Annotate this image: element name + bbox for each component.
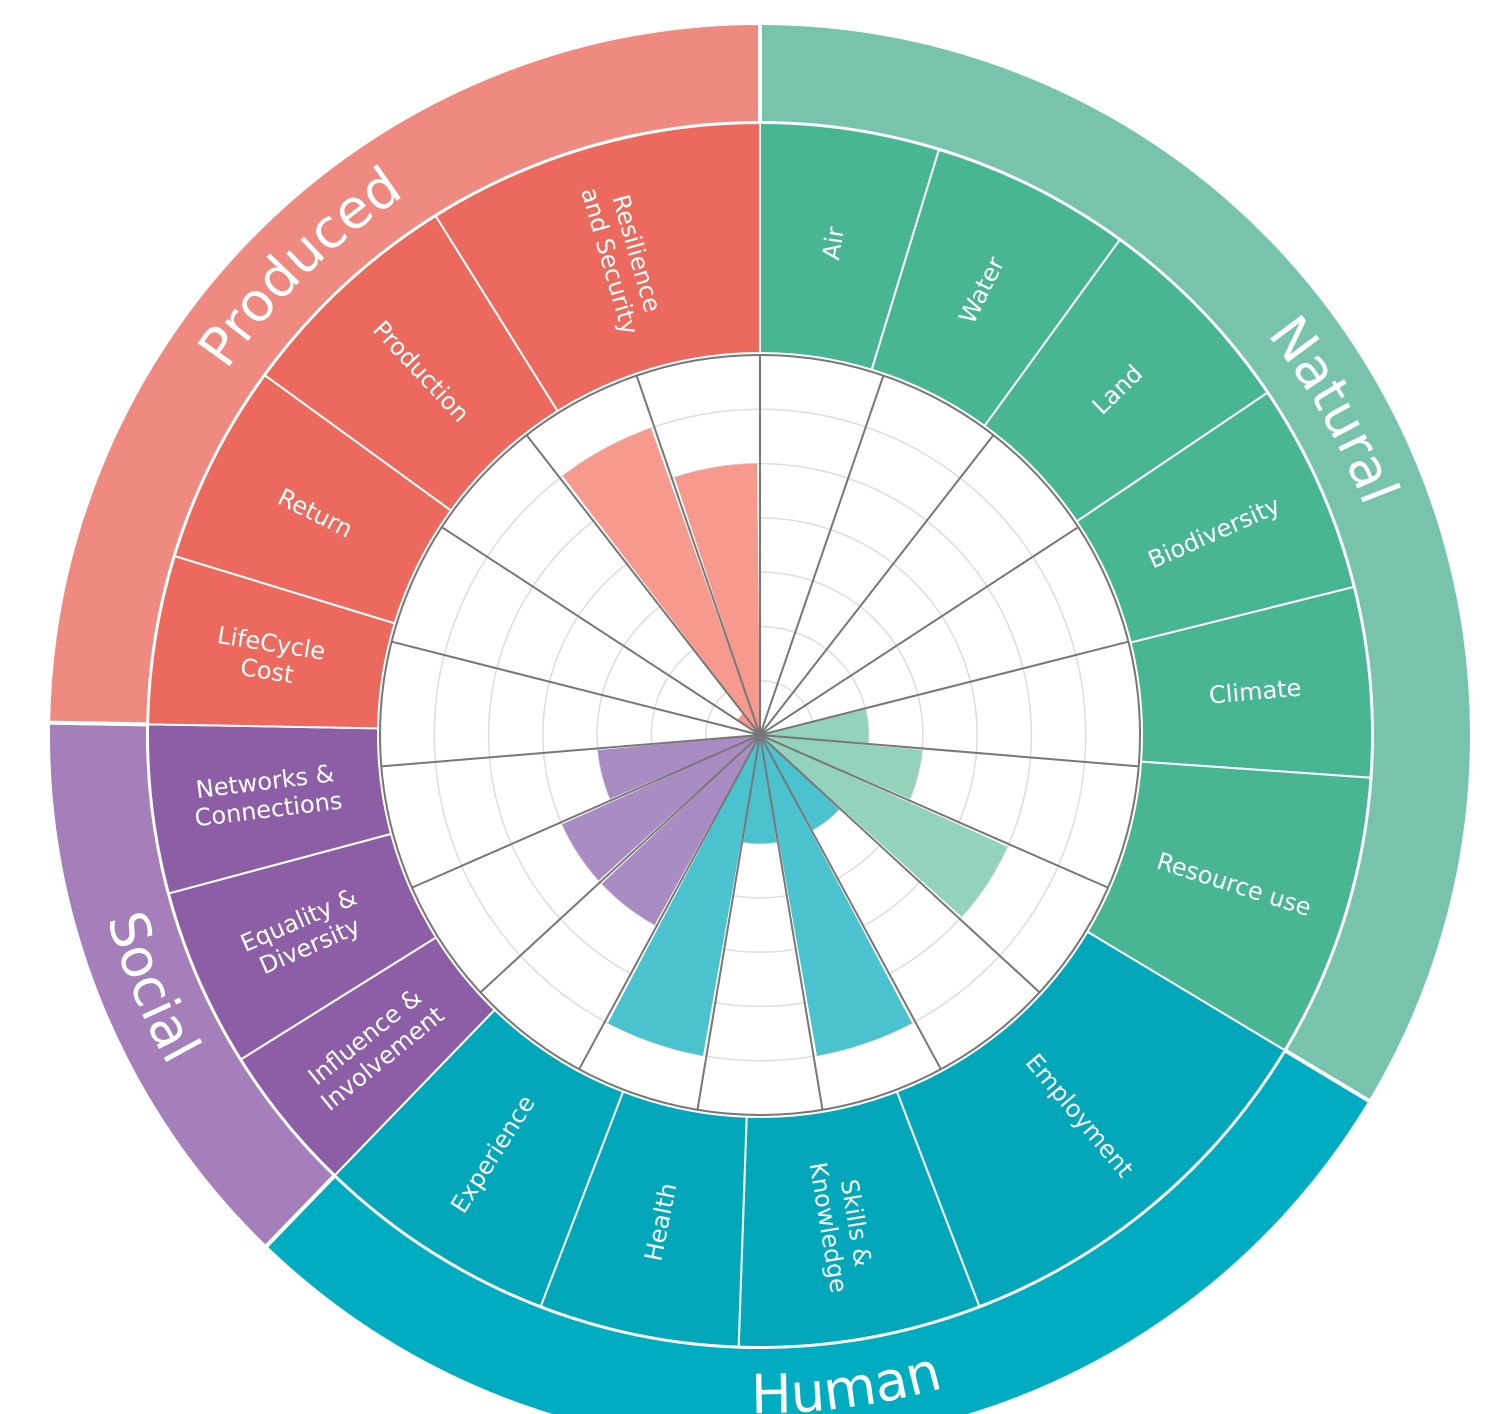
bar-lifecycle-cost: [597, 735, 760, 799]
spoke: [759, 734, 942, 1070]
spoke: [759, 734, 1139, 768]
spoke: [381, 734, 761, 768]
inner-border: [379, 354, 1141, 1116]
sub-label-line: Air: [817, 225, 850, 262]
bar-networks-connections: [562, 735, 760, 881]
spoke: [759, 640, 1129, 736]
bar-skills-knowledge: [760, 735, 840, 830]
bar-resilience-and-security: [737, 713, 760, 735]
bars: [562, 428, 1008, 1056]
bar-segment-18: [674, 463, 760, 735]
spoke: [525, 434, 761, 736]
bar-employment: [760, 735, 1008, 917]
sub-label-air: Air: [817, 225, 850, 262]
spoke: [759, 734, 1109, 889]
spoke: [578, 734, 761, 1070]
spoke: [411, 734, 761, 889]
spoke: [441, 526, 761, 736]
bar-resource-use: [760, 735, 923, 799]
bar-influence-involvement: [607, 735, 760, 1056]
spoke: [696, 734, 761, 1110]
spoke: [759, 734, 824, 1110]
spoke: [759, 526, 1079, 736]
spoke: [759, 434, 995, 736]
bar-health: [760, 735, 913, 1056]
spoke: [759, 375, 885, 736]
spokes: [381, 355, 1139, 1110]
spoke: [479, 734, 761, 994]
spoke: [391, 640, 761, 736]
sub-sectors: [147, 121, 1373, 1349]
bar-equality-diversity: [601, 735, 760, 925]
spoke: [759, 734, 1041, 994]
capital-bands: [46, 20, 1474, 1414]
bar-climate: [760, 709, 869, 743]
bar-experience: [743, 735, 777, 844]
bar-segment-17: [562, 428, 760, 735]
spoke: [635, 375, 761, 736]
